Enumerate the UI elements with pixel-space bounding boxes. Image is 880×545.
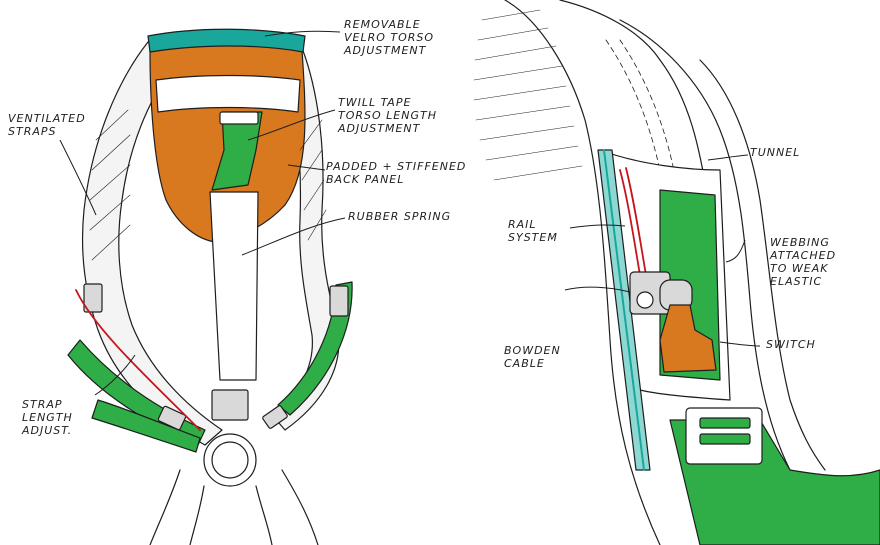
center-buckle (211, 389, 249, 421)
pack-sketch (473, 0, 880, 545)
label-velcro: REMOVABLE VELRO TORSO ADJUSTMENT (344, 18, 435, 57)
twill-tape (211, 111, 263, 191)
mesh-band (155, 74, 301, 113)
label-rubber: RUBBER SPRING (348, 210, 452, 223)
left-leaders (59, 30, 346, 396)
label-webbing: WEBBING ATTACHED TO WEAK ELASTIC (770, 236, 837, 288)
label-tunnel: TUNNEL (750, 146, 801, 159)
label-bowden: BOWDEN CABLE (504, 344, 561, 370)
right-leaders (564, 154, 761, 347)
rubber-spring (209, 191, 259, 381)
label-switch: SWITCH (766, 338, 816, 351)
label-rail: RAIL SYSTEM (508, 218, 558, 244)
label-twill: TWILL TAPE TORSO LENGTH ADJUSTMENT (338, 96, 437, 135)
right-shoulder-strap (271, 47, 340, 431)
velcro-band (147, 28, 306, 53)
orange-switch (659, 304, 717, 373)
left-hip-strap (91, 399, 201, 453)
left-red-cable (75, 289, 201, 431)
label-ventilated: VENTILATED STRAPS (8, 112, 86, 138)
label-padded: PADDED + STIFFENED BACK PANEL (326, 160, 467, 186)
left-shoulder-strap (81, 41, 223, 446)
harness-sketch (67, 28, 353, 545)
twill-buckle (219, 111, 259, 125)
label-strap-length: STRAP LENGTH ADJUST. (22, 398, 73, 437)
pack-outline (504, 0, 661, 545)
